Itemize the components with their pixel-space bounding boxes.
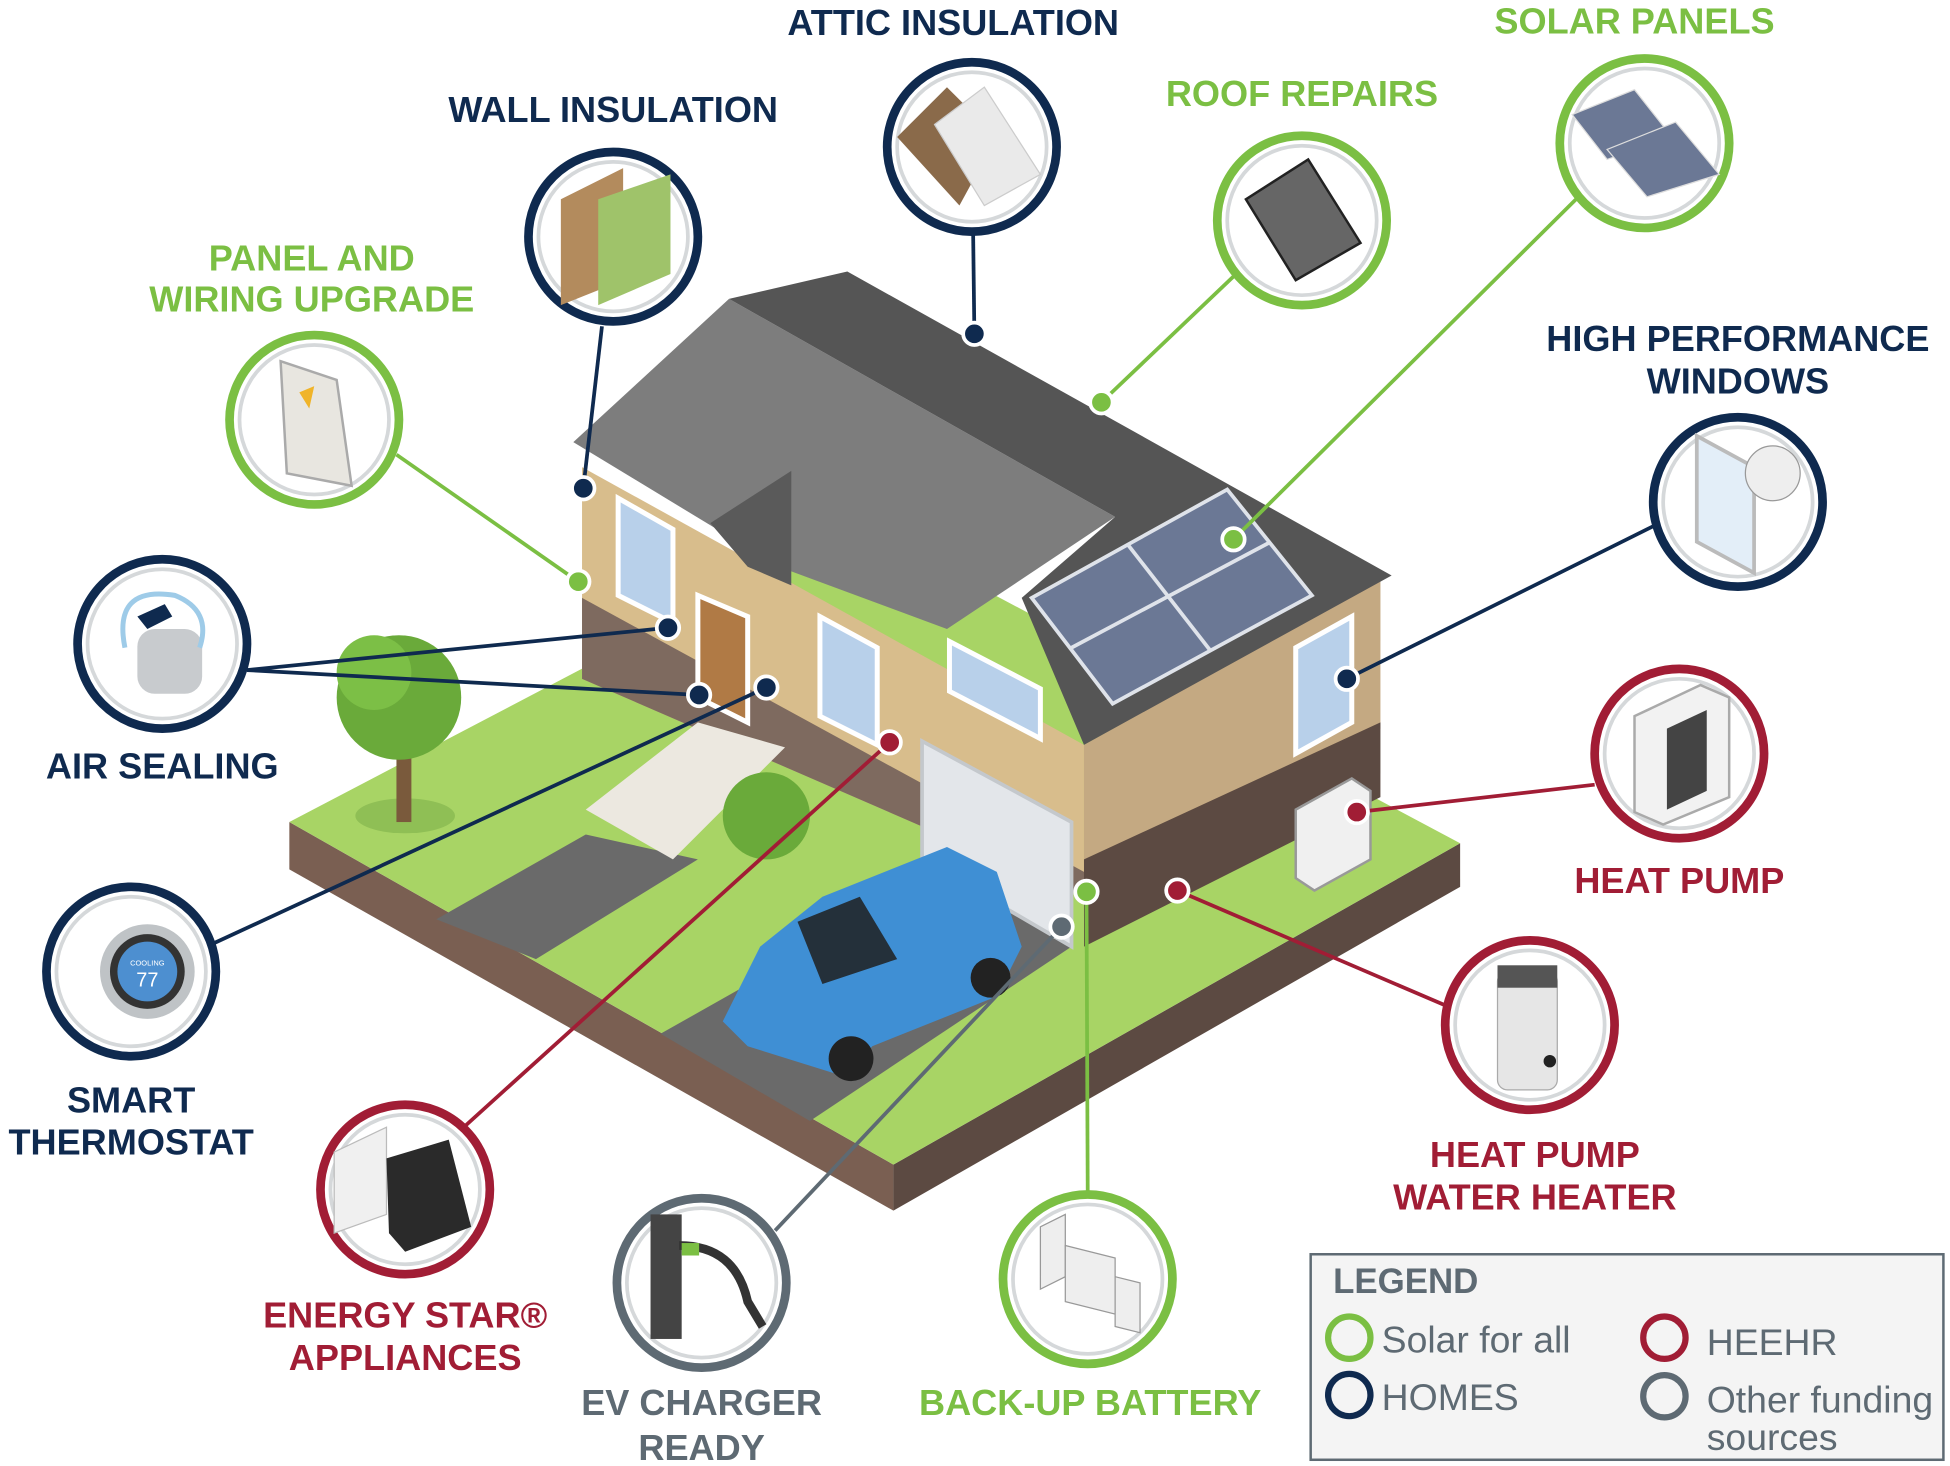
window-icon	[1694, 432, 1801, 577]
water-heater-icon	[1496, 965, 1558, 1091]
thermostat-mode: COOLING	[130, 958, 165, 967]
label-line2: APPLIANCES	[289, 1337, 522, 1378]
callout-backup-battery: BACK-UP BATTERY	[919, 1190, 1261, 1423]
stairs	[585, 722, 786, 860]
callout-wall-insulation: WALL INSULATION	[448, 89, 778, 326]
attic-insulation-icon	[897, 86, 1042, 207]
legend-swatch-homes	[1324, 1370, 1374, 1420]
label-line1: EV CHARGER	[581, 1382, 822, 1423]
legend-label: sources	[1707, 1416, 1838, 1458]
label-line2: THERMOSTAT	[8, 1122, 253, 1163]
callout-water-heater: HEAT PUMP WATER HEATER	[1393, 936, 1677, 1217]
label: ROOF REPAIRS	[1166, 73, 1438, 114]
tree	[336, 635, 462, 834]
callout-windows: HIGH PERFORMANCE WINDOWS	[1546, 318, 1929, 592]
electrical-panel-icon	[279, 359, 354, 488]
battery-icon	[1039, 1213, 1141, 1334]
appliances-icon	[333, 1126, 472, 1252]
walkway	[436, 834, 698, 960]
legend-label: HOMES	[1382, 1376, 1519, 1418]
roof-shingle-icon	[1244, 157, 1363, 282]
callout-solar-panels: SOLAR PANELS	[1494, 1, 1775, 233]
label-line2: WATER HEATER	[1393, 1176, 1677, 1217]
caulk-gun-icon	[120, 591, 206, 694]
connectors	[213, 197, 1656, 1232]
callout-smart-thermostat: COOLING 77 SMART THERMOSTAT	[8, 882, 254, 1163]
label: SOLAR PANELS	[1494, 1, 1774, 42]
ev-charger-icon	[650, 1214, 767, 1339]
label-line1: PANEL AND	[209, 237, 415, 278]
callout-panel-wiring: PANEL AND WIRING UPGRADE	[149, 237, 474, 509]
label-line2: WIRING UPGRADE	[149, 278, 474, 319]
thermostat-temp: 77	[136, 969, 158, 991]
label: WALL INSULATION	[448, 89, 778, 130]
callout-roof-repairs: ROOF REPAIRS	[1166, 73, 1438, 310]
callout-ev-charger: EV CHARGER READY	[581, 1193, 822, 1466]
thermostat-icon: COOLING 77	[100, 924, 195, 1019]
label-line1: ENERGY STAR®	[263, 1295, 547, 1336]
legend-label: Solar for all	[1382, 1319, 1571, 1361]
label: AIR SEALING	[46, 745, 279, 786]
label: BACK-UP BATTERY	[919, 1382, 1261, 1423]
legend-label: HEEHR	[1707, 1321, 1838, 1363]
label-line1: HIGH PERFORMANCE	[1546, 318, 1929, 359]
label-line1: HEAT PUMP	[1430, 1134, 1640, 1175]
label: ATTIC INSULATION	[787, 2, 1119, 43]
label-line2: WINDOWS	[1647, 361, 1830, 402]
garage-door	[920, 737, 1074, 950]
callout-attic-insulation: ATTIC INSULATION	[787, 2, 1119, 237]
solar-panel-icon	[1571, 88, 1721, 198]
legend-title: LEGEND	[1333, 1262, 1478, 1301]
legend-swatch-solar	[1324, 1313, 1374, 1362]
legend-swatch-heehr	[1640, 1313, 1689, 1362]
legend: LEGEND Solar for all HEEHR HOMES Other f…	[1309, 1253, 1945, 1462]
callout-air-sealing: AIR SEALING	[46, 554, 279, 786]
shingle-roof	[573, 298, 1116, 629]
label: HEAT PUMP	[1574, 860, 1784, 901]
legend-swatch-other	[1640, 1371, 1689, 1421]
car	[722, 846, 1022, 1082]
wall-insulation-icon	[560, 168, 671, 306]
label-line2: READY	[638, 1427, 764, 1466]
label-line1: SMART	[67, 1079, 195, 1120]
callout-heat-pump: HEAT PUMP	[1574, 664, 1784, 901]
callout-energy-star: ENERGY STAR® APPLIANCES	[263, 1100, 548, 1378]
heat-pump-icon	[1633, 683, 1731, 826]
legend-label: Other funding	[1707, 1378, 1933, 1420]
